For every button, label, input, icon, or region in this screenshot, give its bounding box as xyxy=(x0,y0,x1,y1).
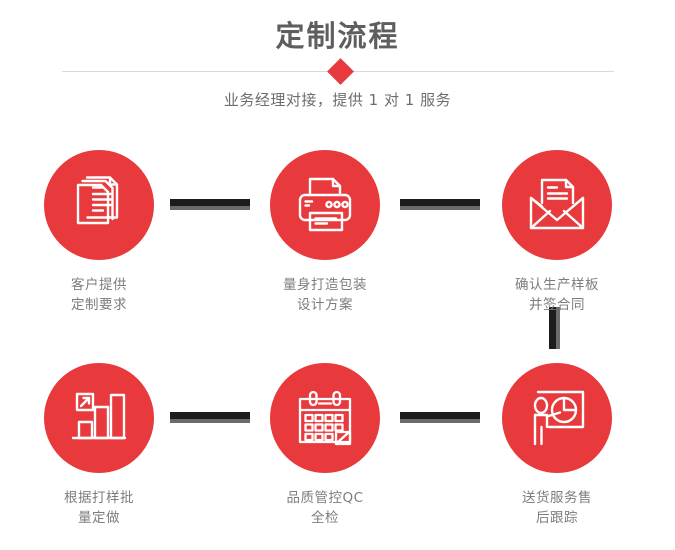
header-divider xyxy=(62,58,614,85)
flow-step-1-label: 客户提供 定制要求 xyxy=(19,275,179,315)
flow-step-4-label: 根据打样批 量定做 xyxy=(19,488,179,528)
flow-step-5-label-line2: 全检 xyxy=(311,510,339,526)
connector-bar xyxy=(400,412,480,419)
flow-step-5-circle xyxy=(270,363,380,473)
flow-step-2-label: 量身打造包装 设计方案 xyxy=(245,275,405,315)
connector-step1-step2 xyxy=(170,199,250,210)
connector-bar xyxy=(549,307,556,349)
flow-step-5[interactable]: 品质管控QC 全检 xyxy=(245,363,405,528)
connector-bar xyxy=(400,199,480,206)
connector-shadow xyxy=(400,206,480,210)
presentation-person-pie-chart-icon xyxy=(525,386,589,450)
flow-step-2-label-line1: 量身打造包装 xyxy=(283,277,367,293)
flow-step-3-label-line1: 确认生产样板 xyxy=(515,277,599,293)
documents-stack-icon xyxy=(67,173,131,237)
flow-step-4[interactable]: 根据打样批 量定做 xyxy=(19,363,179,528)
connector-step2-step3 xyxy=(400,199,480,210)
flow-step-2-label-line2: 设计方案 xyxy=(297,297,353,313)
envelope-letter-icon xyxy=(525,173,589,237)
flow-step-6-label-line1: 送货服务售 xyxy=(522,490,592,506)
flow-step-1-label-line1: 客户提供 xyxy=(71,277,127,293)
connector-step3-step6 xyxy=(549,307,560,349)
flow-step-6-label: 送货服务售 后跟踪 xyxy=(477,488,637,528)
flow-step-3-circle xyxy=(502,150,612,260)
flow-step-1-label-line2: 定制要求 xyxy=(71,297,127,313)
process-flow: 客户提供 定制要求 xyxy=(0,132,675,550)
flow-step-2[interactable]: 量身打造包装 设计方案 xyxy=(245,150,405,315)
bar-chart-growth-icon xyxy=(67,386,131,450)
flow-step-3-label: 确认生产样板 并签合同 xyxy=(477,275,637,315)
flow-step-4-label-line1: 根据打样批 xyxy=(64,490,134,506)
flow-step-6-label-line2: 后跟踪 xyxy=(536,510,578,526)
flow-step-2-circle xyxy=(270,150,380,260)
calendar-icon xyxy=(293,386,357,450)
printer-icon xyxy=(293,173,357,237)
flow-step-6[interactable]: 送货服务售 后跟踪 xyxy=(477,363,637,528)
connector-shadow xyxy=(170,206,250,210)
connector-shadow xyxy=(400,419,480,423)
diamond-marker-icon xyxy=(327,58,354,85)
flow-step-4-circle xyxy=(44,363,154,473)
connector-shadow xyxy=(170,419,250,423)
header: 定制流程 业务经理对接，提供 1 对 1 服务 xyxy=(0,0,675,130)
connector-bar xyxy=(170,412,250,419)
flow-step-6-circle xyxy=(502,363,612,473)
page-title: 定制流程 xyxy=(275,19,400,53)
connector-step4-step5 xyxy=(170,412,250,423)
flow-step-3[interactable]: 确认生产样板 并签合同 xyxy=(477,150,637,315)
flow-step-4-label-line2: 量定做 xyxy=(78,510,120,526)
flow-step-3-label-line2: 并签合同 xyxy=(529,297,585,313)
flow-step-5-label: 品质管控QC 全检 xyxy=(245,488,405,528)
flow-step-5-label-line1: 品质管控QC xyxy=(286,490,364,506)
connector-bar xyxy=(170,199,250,206)
page-subtitle: 业务经理对接，提供 1 对 1 服务 xyxy=(223,91,452,109)
flow-step-1-circle xyxy=(44,150,154,260)
connector-step5-step6 xyxy=(400,412,480,423)
flow-step-1[interactable]: 客户提供 定制要求 xyxy=(19,150,179,315)
connector-shadow xyxy=(556,307,560,349)
